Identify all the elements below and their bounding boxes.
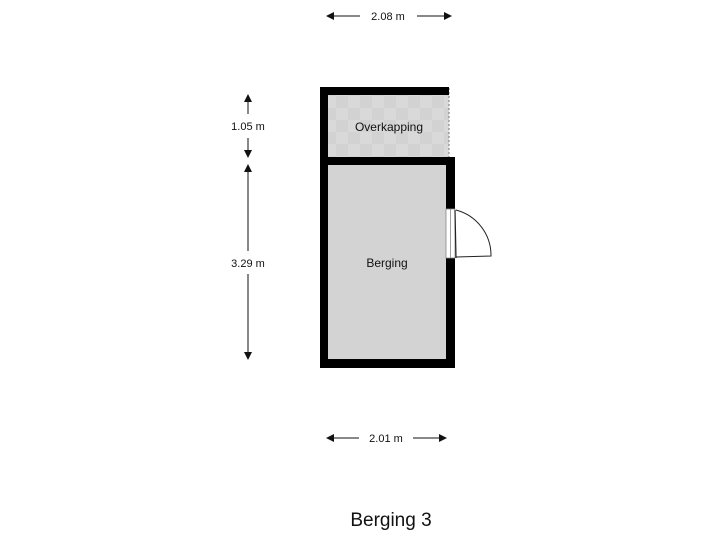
dimension-covered-depth-label: 1.05 m: [231, 121, 265, 133]
door-swing-arc: [455, 209, 492, 258]
dimension-top-width: 2.08 m: [326, 11, 452, 23]
wall-right-lower: [446, 258, 455, 368]
dimension-top-width-label: 2.08 m: [371, 11, 405, 23]
room-label-covered-area: Overkapping: [355, 120, 423, 134]
wall-left: [320, 87, 328, 368]
dimension-storage-depth: 3.29 m: [231, 164, 265, 360]
covered-area-floor: [328, 95, 449, 157]
dimension-bottom-width: 2.01 m: [326, 433, 447, 445]
dimension-storage-depth-label: 3.29 m: [231, 258, 265, 270]
wall-bottom: [320, 359, 455, 368]
dimension-bottom-width-label: 2.01 m: [369, 433, 403, 445]
door: [445, 208, 492, 259]
wall-right-upper: [446, 157, 455, 209]
storage-room-floor: [328, 165, 446, 359]
wall-middle: [320, 157, 455, 165]
wall-top: [320, 87, 449, 95]
dimension-covered-depth: 1.05 m: [231, 94, 265, 158]
plan-title: Berging 3: [350, 510, 431, 531]
room-label-storage: Berging: [366, 256, 407, 270]
door-leaf: [454, 209, 457, 259]
